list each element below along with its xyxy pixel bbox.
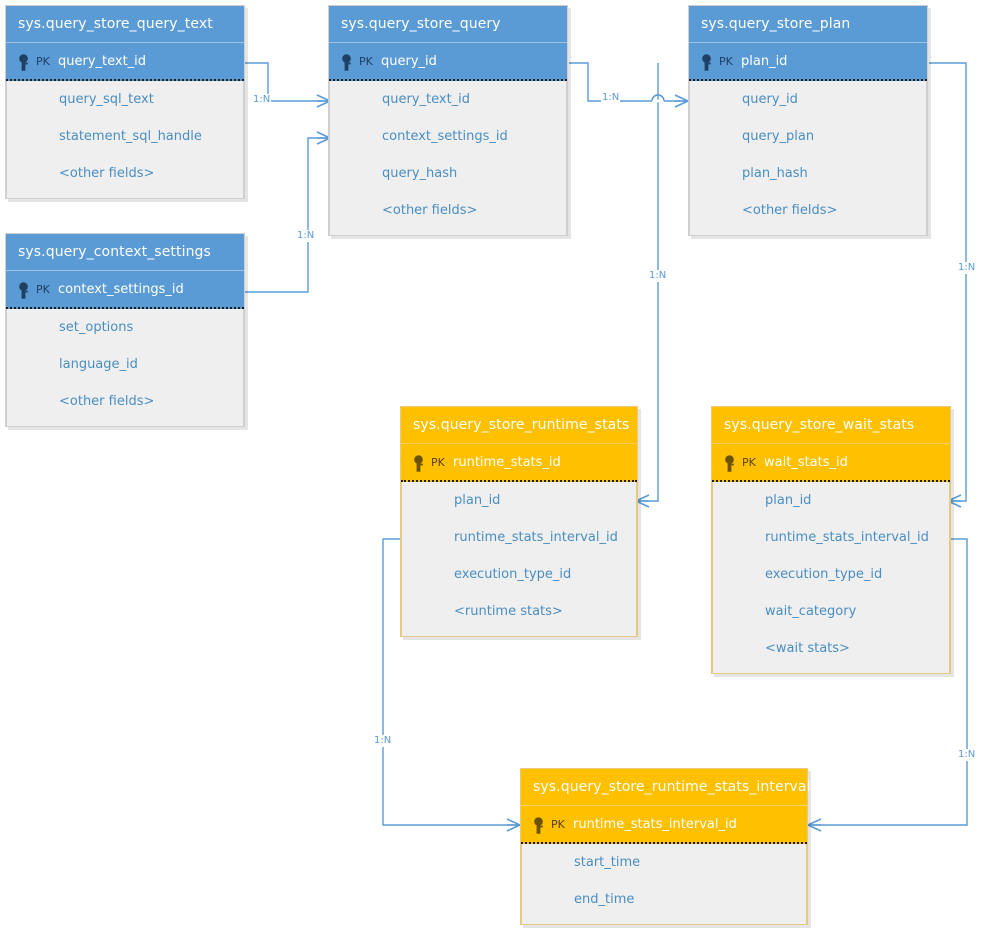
cardinality-label-r7: 1:N — [957, 749, 977, 761]
field-row: plan_id — [454, 493, 501, 508]
entity-fields: set_options language_id <other fields> — [6, 309, 244, 427]
field-row: wait_category — [765, 604, 857, 619]
cardinality-label-r4: 1:N — [648, 270, 668, 282]
entity-pk-row[interactable]: PK context_settings_id — [6, 271, 244, 309]
field-row: plan_id — [765, 493, 812, 508]
cardinality-label-r6: 1:N — [373, 735, 393, 747]
connector-r2 — [245, 137, 328, 293]
entity-pk-row[interactable]: PK plan_id — [689, 43, 927, 81]
entity-body: sys.query_store_runtime_stats_interval P… — [520, 768, 811, 925]
field-row: statement_sql_handle — [59, 129, 202, 144]
field-row: query_plan — [742, 129, 815, 144]
connector-r4 — [638, 63, 659, 502]
pk-field-name: query_id — [381, 54, 437, 69]
field-row: start_time — [574, 855, 641, 870]
cardinality-label-r1: 1:N — [252, 94, 272, 106]
key-icon — [725, 455, 734, 472]
field-row: set_options — [59, 320, 134, 335]
key-icon — [414, 455, 423, 472]
entity-fields: query_text_id context_settings_id query_… — [329, 81, 567, 236]
entity-body: sys.query_store_plan PK plan_id query_id… — [688, 5, 928, 236]
field-row: query_id — [742, 92, 798, 107]
cardinality-label-r5: 1:N — [957, 262, 977, 274]
entity-title: sys.query_store_query — [329, 6, 567, 43]
entity-query-store-query[interactable]: sys.query_store_query PK query_id query_… — [328, 5, 571, 239]
cardinality-label-r2: 1:N — [296, 230, 316, 242]
entity-query-store-query-text[interactable]: sys.query_store_query_text PK query_text… — [5, 5, 248, 202]
field-row: context_settings_id — [382, 129, 508, 144]
entity-fields: plan_id runtime_stats_interval_id execut… — [712, 482, 950, 674]
field-row: <other fields> — [59, 394, 155, 409]
key-icon — [19, 282, 28, 299]
entity-pk-row[interactable]: PK runtime_stats_id — [401, 444, 637, 482]
field-row: end_time — [574, 892, 635, 907]
entity-query-store-wait-stats[interactable]: sys.query_store_wait_stats PK wait_stats… — [711, 406, 954, 677]
entity-fields: query_id query_plan plan_hash <other fie… — [689, 81, 927, 236]
key-icon — [19, 54, 28, 71]
entity-title: sys.query_store_runtime_stats_interval — [521, 769, 811, 806]
entity-pk-row[interactable]: PK runtime_stats_interval_id — [521, 806, 807, 844]
pk-field-name: runtime_stats_id — [453, 455, 561, 470]
field-row: query_sql_text — [59, 92, 154, 107]
pk-field-name: query_text_id — [58, 54, 147, 69]
field-row: <other fields> — [59, 166, 155, 181]
field-row: <wait stats> — [765, 641, 850, 656]
entity-body: sys.query_store_query_text PK query_text… — [5, 5, 245, 199]
key-icon — [342, 54, 351, 71]
cardinality-label-r3: 1:N — [601, 92, 621, 104]
pk-badge: PK — [359, 55, 373, 68]
field-row: execution_type_id — [454, 567, 572, 582]
field-row: runtime_stats_interval_id — [765, 530, 929, 545]
key-icon — [702, 54, 711, 71]
pk-badge: PK — [431, 456, 445, 469]
entity-pk-row[interactable]: PK query_id — [329, 43, 567, 81]
pk-badge: PK — [719, 55, 733, 68]
entity-title: sys.query_store_wait_stats — [712, 407, 950, 444]
entity-title: sys.query_store_runtime_stats — [401, 407, 637, 444]
entity-title: sys.query_context_settings — [6, 234, 244, 271]
entity-fields: query_sql_text statement_sql_handle <oth… — [6, 81, 244, 199]
field-row: query_text_id — [382, 92, 471, 107]
entity-fields: start_time end_time — [521, 844, 807, 925]
key-icon — [534, 817, 543, 834]
entity-pk-row[interactable]: PK wait_stats_id — [712, 444, 950, 482]
field-row: execution_type_id — [765, 567, 883, 582]
pk-badge: PK — [36, 55, 50, 68]
pk-field-name: wait_stats_id — [764, 455, 848, 470]
entity-query-store-runtime-stats[interactable]: sys.query_store_runtime_stats PK runtime… — [400, 406, 641, 640]
entity-pk-row[interactable]: PK query_text_id — [6, 43, 244, 81]
pk-badge: PK — [742, 456, 756, 469]
pk-field-name: runtime_stats_interval_id — [573, 817, 737, 832]
pk-field-name: plan_id — [741, 54, 788, 69]
pk-badge: PK — [551, 818, 565, 831]
pk-badge: PK — [36, 283, 50, 296]
field-row: <other fields> — [382, 203, 478, 218]
pk-field-name: context_settings_id — [58, 282, 184, 297]
connector-r3 — [569, 62, 686, 102]
entity-title: sys.query_store_plan — [689, 6, 927, 43]
entity-body: sys.query_store_runtime_stats PK runtime… — [400, 406, 638, 637]
entity-query-context-settings[interactable]: sys.query_context_settings PK context_se… — [5, 233, 248, 430]
entity-body: sys.query_store_wait_stats PK wait_stats… — [711, 406, 951, 674]
entity-fields: plan_id runtime_stats_interval_id execut… — [401, 482, 637, 637]
entity-title: sys.query_store_query_text — [6, 6, 244, 43]
field-row: plan_hash — [742, 166, 808, 181]
field-row: <other fields> — [742, 203, 838, 218]
field-row: language_id — [59, 357, 138, 372]
entity-query-store-runtime-stats-interval[interactable]: sys.query_store_runtime_stats_interval P… — [520, 768, 811, 928]
entity-body: sys.query_context_settings PK context_se… — [5, 233, 245, 427]
field-row: <runtime stats> — [454, 604, 563, 619]
entity-body: sys.query_store_query PK query_id query_… — [328, 5, 568, 236]
field-row: query_hash — [382, 166, 458, 181]
entity-query-store-plan[interactable]: sys.query_store_plan PK plan_id query_id… — [688, 5, 931, 239]
field-row: runtime_stats_interval_id — [454, 530, 618, 545]
